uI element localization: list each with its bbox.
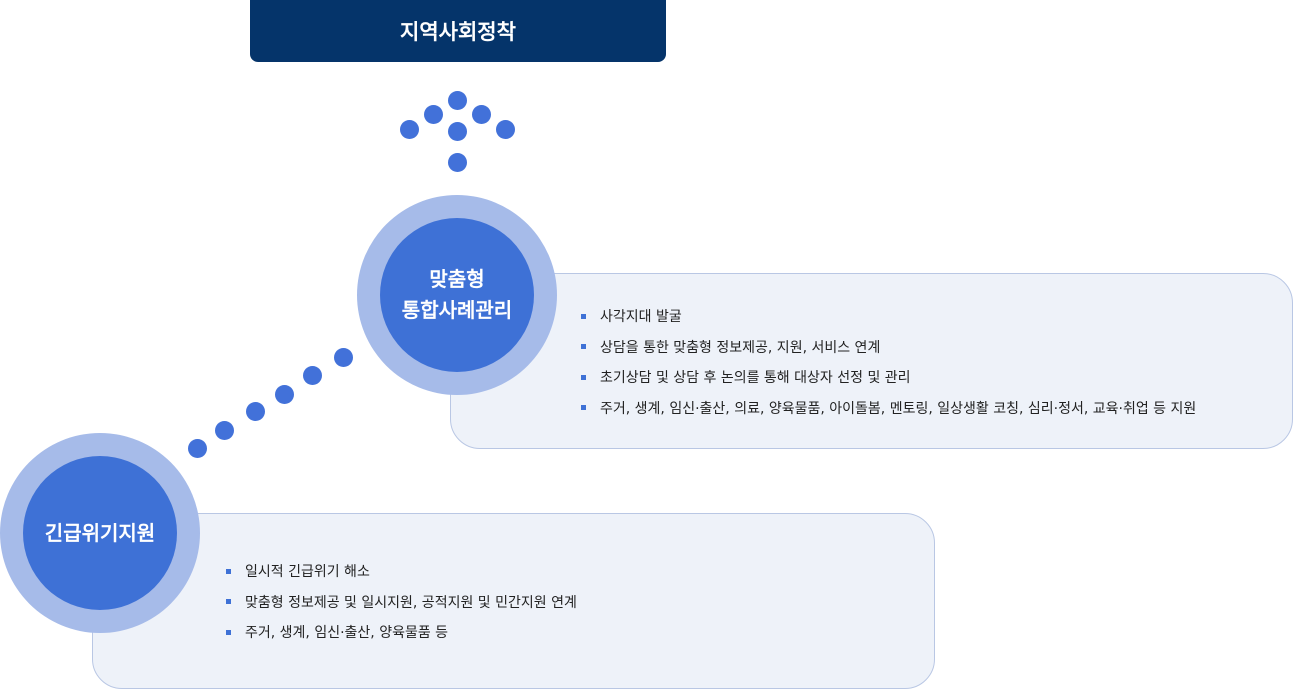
case-management-circle: 맞춤형 통합사례관리	[357, 195, 557, 395]
case-management-list: 사각지대 발굴 상담을 통한 맞춤형 정보제공, 지원, 서비스 연계 초기상담…	[581, 301, 1196, 423]
list-item: 사각지대 발굴	[581, 301, 1196, 332]
list-item: 주거, 생계, 임신·출산, 양육물품 등	[226, 617, 577, 648]
emergency-support-list: 일시적 긴급위기 해소 맞춤형 정보제공 및 일시지원, 공적지원 및 민간지원…	[226, 556, 577, 648]
emergency-support-box	[92, 513, 935, 689]
list-item: 일시적 긴급위기 해소	[226, 556, 577, 587]
list-item: 맞춤형 정보제공 및 일시지원, 공적지원 및 민간지원 연계	[226, 587, 577, 618]
stage-label: 긴급위기지원	[44, 520, 156, 545]
goal-header: 지역사회정착	[250, 0, 666, 62]
stage-label: 통합사례관리	[401, 298, 513, 322]
list-item: 초기상담 및 상담 후 논의를 통해 대상자 선정 및 관리	[581, 362, 1196, 393]
list-item: 상담을 통한 맞춤형 정보제공, 지원, 서비스 연계	[581, 332, 1196, 363]
list-item: 주거, 생계, 임신·출산, 의료, 양육물품, 아이돌봄, 멘토링, 일상생활…	[581, 393, 1196, 424]
case-management-box	[450, 273, 1293, 449]
emergency-support-circle: 긴급위기지원	[0, 433, 200, 633]
stage-label: 맞춤형	[429, 267, 485, 291]
